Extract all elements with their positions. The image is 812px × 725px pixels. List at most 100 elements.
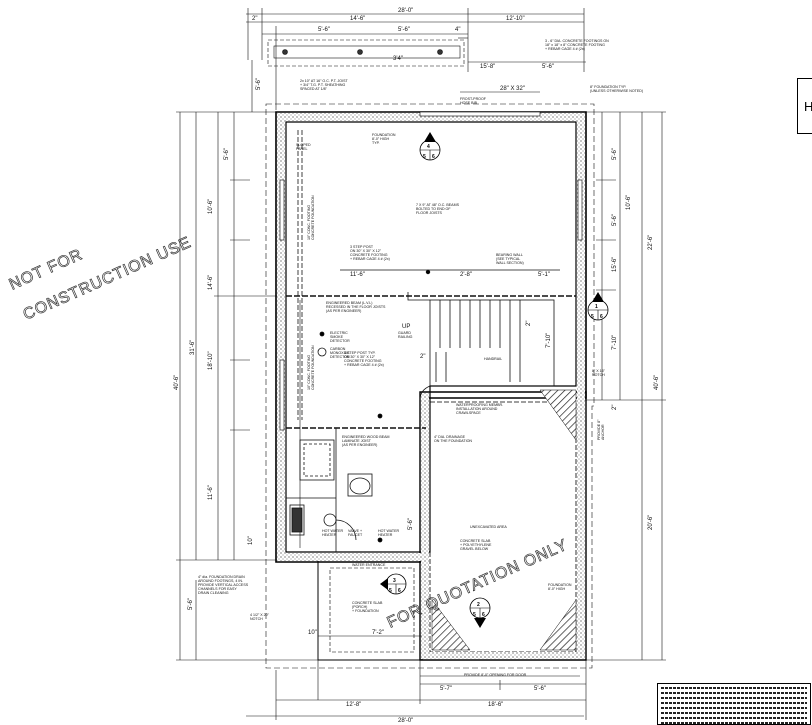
svg-text:RECESSED IN THE FLOOR JOISTS: RECESSED IN THE FLOOR JOISTS: [326, 305, 386, 309]
dim-left-6: 5'-6": [188, 598, 194, 610]
svg-text:5: 5: [473, 612, 476, 618]
dim-top-seg4: 3'4": [393, 56, 403, 62]
svg-text:ANCHOR: ANCHOR: [601, 424, 605, 440]
svg-text:SMOKE: SMOKE: [330, 335, 344, 339]
svg-text:PROVIDE VERTICAL ACCESS: PROVIDE VERTICAL ACCESS: [198, 583, 249, 587]
svg-text:ENGINEERED WOOD BEAM: ENGINEERED WOOD BEAM: [342, 435, 390, 439]
dim-bottom-4: 18'-6": [488, 702, 503, 708]
svg-text:CHANNELS FOR EASY: CHANNELS FOR EASY: [198, 587, 237, 591]
svg-text:CRAWLSPACE: CRAWLSPACE: [456, 411, 481, 415]
dim-top-right2: 15'-8": [480, 64, 495, 70]
dim-top-seg3: 4": [455, 27, 460, 33]
svg-text:3 STEP POST: 3 STEP POST: [350, 245, 374, 249]
note-joist-2: + 3/4" T.G. P.T. SHEATHING: [300, 83, 346, 87]
svg-text:5: 5: [389, 588, 392, 594]
svg-text:+ REBAR CAGE 4 # (2x): + REBAR CAGE 4 # (2x): [344, 363, 384, 367]
svg-text:BOLTED TO END OF: BOLTED TO END OF: [416, 207, 451, 211]
svg-text:4 1/2" X 20": 4 1/2" X 20": [250, 613, 270, 617]
title-block: [657, 683, 811, 725]
svg-text:HEATER: HEATER: [322, 533, 337, 537]
svg-text:INSTALLATION AROUND: INSTALLATION AROUND: [456, 407, 498, 411]
svg-text:ON 30" X 30" X 12": ON 30" X 30" X 12": [344, 355, 376, 359]
svg-text:CARBON: CARBON: [330, 347, 346, 351]
svg-text:NOTCH: NOTCH: [592, 373, 605, 377]
dim-right-5: 7'-10": [612, 335, 618, 350]
svg-text:6: 6: [432, 154, 435, 160]
dim-bottom-6: 10": [308, 630, 317, 636]
svg-text:3 STEP POST TYP.: 3 STEP POST TYP.: [344, 351, 376, 355]
svg-text:ON THE FOUNDATION: ON THE FOUNDATION: [434, 439, 472, 443]
svg-text:5: 5: [423, 154, 426, 160]
svg-text:1: 1: [595, 304, 598, 310]
dim-left-2b: 5'-6": [224, 148, 230, 160]
svg-text:CONCRETE FOOTING: CONCRETE FOOTING: [344, 359, 382, 363]
section-tag-4: 4 5 6: [419, 132, 441, 161]
svg-text:8'-0" HIGH: 8'-0" HIGH: [372, 137, 390, 141]
right-dimension-lines: [584, 111, 666, 661]
dim-top-seg1: 5'-6": [318, 27, 330, 33]
dim-stair-small: 2": [420, 354, 425, 360]
svg-text:FAUCET: FAUCET: [348, 533, 363, 537]
dim-interior-1: 11'-6": [350, 272, 365, 278]
svg-text:DRAIN CLEANING: DRAIN CLEANING: [198, 591, 229, 595]
svg-text:4" dia. FOUNDATION DRAIN: 4" dia. FOUNDATION DRAIN: [198, 575, 245, 579]
dim-top-right: 12'-10": [506, 16, 525, 22]
dim-bottom-1: 5'-7": [440, 686, 452, 692]
svg-text:FLOOR JOISTS: FLOOR JOISTS: [416, 211, 443, 215]
svg-text:CONCRETE SLAB: CONCRETE SLAB: [352, 601, 383, 605]
svg-text:CONCRETE FOOTING: CONCRETE FOOTING: [350, 253, 388, 257]
svg-text:6: 6: [600, 314, 603, 320]
dim-left-4: 18'-10": [208, 351, 214, 370]
svg-text:10" CONC. FOOTING: 10" CONC. FOOTING: [307, 205, 311, 240]
side-box-letter: H: [804, 99, 812, 114]
svg-text:(SEE TYPICAL: (SEE TYPICAL: [496, 257, 520, 261]
svg-text:HOT WATER: HOT WATER: [322, 529, 343, 533]
svg-text:FOUNDATION: FOUNDATION: [372, 133, 396, 137]
dim-left-overall-2: 40'-6": [174, 375, 180, 390]
dim-stair-2: 7'-10": [546, 333, 552, 348]
svg-text:CONCRETE SLAB: CONCRETE SLAB: [460, 539, 491, 543]
dim-interior-2: 2'-8": [460, 272, 472, 278]
dim-left-10: 10": [248, 536, 254, 545]
section-tag-2: 2 5 6: [469, 597, 491, 628]
svg-text:CONCRETE FOUNDATION: CONCRETE FOUNDATION: [311, 345, 315, 390]
svg-text:PROVIDE 8": PROVIDE 8": [597, 419, 601, 440]
dim-right-6: 40'-6": [654, 375, 660, 390]
note-footings: 3 - 6" DIA. CONCRETE FOOTINGS ON: [545, 39, 609, 43]
note-foundation-typ-2: (UNLESS OTHERWISE NOTED): [590, 89, 643, 93]
svg-text:WALL SECTION): WALL SECTION): [496, 261, 524, 265]
svg-text:PANEL: PANEL: [296, 147, 308, 151]
dim-top-left-small: 2": [252, 16, 257, 22]
dim-left-1: 5'-6": [256, 78, 262, 90]
svg-text:4: 4: [427, 144, 430, 150]
dim-right-7: 20'-6": [648, 515, 654, 530]
dim-right-2in: 2": [612, 405, 618, 410]
svg-text:(AS PER ENGINEER): (AS PER ENGINEER): [326, 309, 361, 313]
svg-text:4" DIA. DRAINAGE: 4" DIA. DRAINAGE: [434, 435, 466, 439]
svg-text:(PORCH): (PORCH): [352, 605, 367, 609]
dim-right-2: 10'-6": [626, 195, 632, 210]
side-box: H: [797, 78, 812, 134]
dim-stair-1: 2": [526, 321, 532, 326]
section-tag-3: 3 5 6: [380, 573, 407, 595]
dim-top-overall: 28'-0": [398, 8, 413, 14]
dim-right-1: 5'-6": [612, 148, 618, 160]
dim-top-seg2: 5'-6": [398, 27, 410, 33]
dim-right-2b: 5'-6": [612, 214, 618, 226]
dim-top-right3: 5'-6": [542, 64, 554, 70]
notes: FOUNDATION 8'-0" HIGH TYP. SLOPED PANEL …: [198, 133, 606, 677]
svg-text:ENGINEERED BEAM (L.V.L): ENGINEERED BEAM (L.V.L): [326, 301, 372, 305]
dim-bottom-3: 12'-8": [346, 702, 361, 708]
svg-text:(AS PER ENGINEER): (AS PER ENGINEER): [342, 443, 377, 447]
svg-text:NOTCH: NOTCH: [250, 617, 263, 621]
dim-bottom-2: 5'-6": [534, 686, 546, 692]
svg-text:DETECTOR: DETECTOR: [330, 339, 350, 343]
note-joist-3: SPACED AT 1/8": [300, 87, 328, 91]
note-footings-3: + REBAR CAGE 4 # (2x): [545, 47, 585, 51]
bottom-dimension-lines: [246, 620, 587, 720]
svg-text:MONOXIDE: MONOXIDE: [330, 351, 350, 355]
svg-text:GRAVEL BELOW: GRAVEL BELOW: [460, 547, 489, 551]
svg-text:3: 3: [393, 578, 396, 584]
svg-text:RAILING: RAILING: [398, 335, 413, 339]
note-frost: FROST-PROOF: [460, 97, 487, 101]
